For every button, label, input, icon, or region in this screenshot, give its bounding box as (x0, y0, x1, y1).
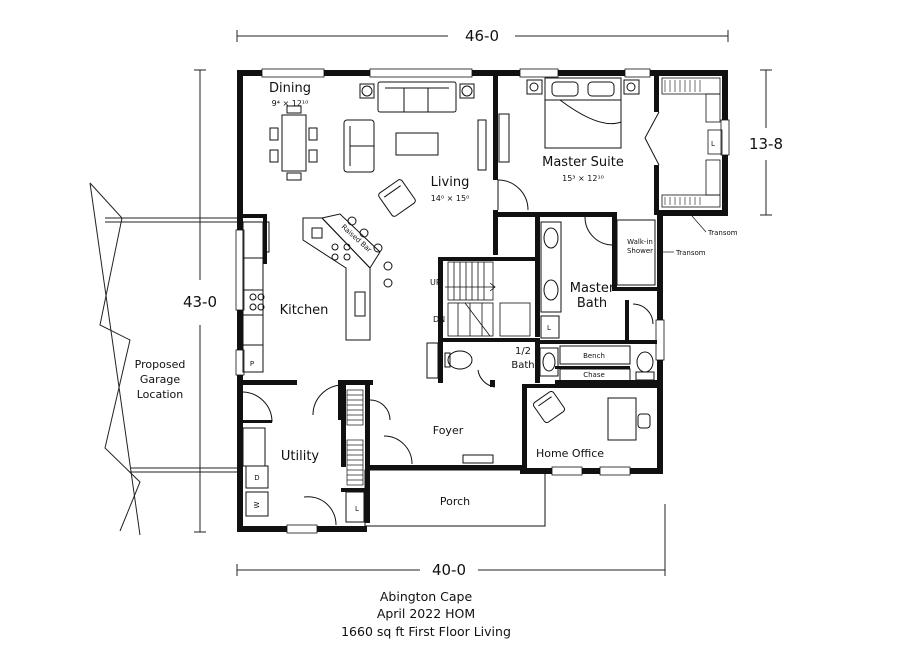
master-suite-size: 15³ × 12¹⁰ (562, 174, 604, 183)
bench-label: Bench (583, 352, 605, 360)
master-bath-fixtures (540, 219, 656, 382)
walkin-shower-label-2: Shower (627, 247, 653, 255)
dining-label: Dining (269, 81, 311, 96)
linen-closet-utility: L (355, 505, 359, 513)
living-size: 14⁰ × 15⁰ (431, 194, 470, 203)
plan-date: April 2022 HOM (377, 606, 475, 621)
garage-label-2: Garage (140, 373, 181, 386)
linen-closet-master: L (711, 140, 715, 148)
transom-label-2: Transom (675, 249, 706, 257)
chase-label: Chase (583, 371, 605, 379)
living-label: Living (431, 175, 470, 190)
dryer-label: D (254, 474, 259, 482)
stairs (445, 261, 531, 337)
stairs-down-label: DN (433, 315, 445, 324)
plan-name: Abington Cape (380, 589, 473, 604)
transom-label-1: Transom (707, 229, 738, 237)
dimension-left: 43-0 (183, 293, 217, 311)
porch (364, 454, 546, 527)
living-furniture (343, 81, 510, 217)
dining-set (269, 105, 318, 181)
porch-label: Porch (440, 495, 470, 508)
walkin-shower-label-1: Walk-in (627, 238, 653, 246)
utility-label: Utility (281, 449, 320, 464)
kitchen-cabinets (242, 213, 393, 373)
bed (526, 77, 640, 149)
half-bath-label-1: 1/2 (515, 346, 531, 357)
dimension-top: 46-0 (465, 27, 499, 45)
half-bath-label-2: Bath (511, 360, 534, 371)
utility-fixtures (242, 427, 365, 523)
master-bath-label-1: Master (570, 281, 615, 296)
dimension-bottom: 40-0 (432, 561, 466, 579)
stairs-up-label: UP (430, 278, 441, 287)
pantry-label: P (250, 360, 254, 368)
plan-area: 1660 sq ft First Floor Living (341, 624, 511, 639)
garage-outline (89, 182, 237, 536)
washer-label: W (253, 501, 261, 508)
dimension-right: 13-8 (749, 135, 783, 153)
closet-hatch (664, 80, 701, 205)
foyer-label: Foyer (433, 424, 464, 437)
kitchen-label: Kitchen (280, 303, 329, 318)
office-furniture (532, 390, 651, 441)
foyer-closet-shelving (346, 389, 364, 486)
dining-size: 9⁴ × 12¹⁰ (272, 99, 309, 108)
walkin-closet-shelving (661, 77, 723, 208)
home-office-label: Home Office (536, 447, 604, 460)
windows (235, 68, 730, 534)
half-bath-fixtures (426, 342, 559, 379)
master-suite-label: Master Suite (542, 155, 624, 170)
linen-master-bath: L (547, 324, 551, 332)
garage-label-1: Proposed (135, 358, 186, 371)
interior-walls (237, 70, 660, 523)
transom-leaders (660, 215, 707, 253)
door-swings (241, 111, 660, 526)
dimension-lines (194, 30, 772, 576)
garage-label-3: Location (137, 388, 184, 401)
master-bath-label-2: Bath (577, 296, 607, 311)
